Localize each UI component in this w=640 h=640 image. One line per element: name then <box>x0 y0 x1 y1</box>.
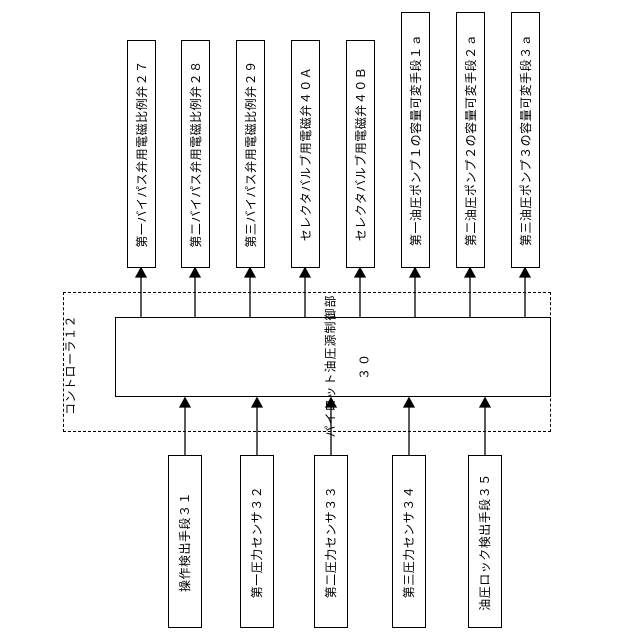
input-box-pressure-sensor-34: 第三圧力センサ３４ <box>392 455 426 628</box>
input-arrow-1 <box>180 398 190 407</box>
output-arrow-2 <box>190 268 200 277</box>
input-box-pressure-sensor-33: 第二圧力センサ３３ <box>314 455 348 628</box>
output-arrow-5 <box>355 268 365 277</box>
output-label: 第二油圧ポンプ２の容量可変手段２ａ <box>465 34 477 246</box>
output-box-bypass-valve-27: 第一バイパス弁用電磁比例弁２７ <box>127 40 156 268</box>
output-box-bypass-valve-28: 第二バイパス弁用電磁比例弁２８ <box>181 40 210 268</box>
input-arrow-4 <box>404 398 414 407</box>
output-label: 第一バイパス弁用電磁比例弁２７ <box>136 60 148 247</box>
input-box-pressure-sensor-32: 第一圧力センサ３２ <box>240 455 274 628</box>
input-label: 第二圧力センサ３３ <box>325 485 337 598</box>
output-arrow-6 <box>410 268 420 277</box>
output-box-pump-3-displacement: 第三油圧ポンプ３の容量可変手段３ａ <box>511 12 540 268</box>
input-arrow-2 <box>252 398 262 407</box>
output-box-pump-1-displacement: 第一油圧ポンプ１の容量可変手段１ａ <box>401 12 430 268</box>
input-label: 第三圧力センサ３４ <box>403 485 415 598</box>
output-label: 第一油圧ポンプ１の容量可変手段１ａ <box>410 34 422 246</box>
output-label: セレクタバルブ用電磁弁４０Ｂ <box>355 67 367 242</box>
input-label: 第一圧力センサ３２ <box>251 485 263 598</box>
output-box-bypass-valve-29: 第三バイパス弁用電磁比例弁２９ <box>236 40 265 268</box>
input-box-operation-detector-31: 操作検出手段３１ <box>168 455 202 628</box>
input-box-hydraulic-lock-detector-35: 油圧ロック検出手段３５ <box>468 455 502 628</box>
output-label: 第二バイパス弁用電磁比例弁２８ <box>190 60 202 247</box>
output-arrow-3 <box>245 268 255 277</box>
output-arrow-8 <box>520 268 530 277</box>
input-label: 操作検出手段３１ <box>179 491 191 591</box>
output-arrow-1 <box>136 268 146 277</box>
output-box-selector-valve-40a: セレクタバルブ用電磁弁４０Ａ <box>291 40 320 268</box>
output-arrow-4 <box>300 268 310 277</box>
input-arrow-5 <box>480 398 490 407</box>
input-label: 油圧ロック検出手段３５ <box>479 473 491 611</box>
output-box-selector-valve-40b: セレクタバルブ用電磁弁４０Ｂ <box>346 40 375 268</box>
output-arrow-7 <box>465 268 475 277</box>
input-arrow-3 <box>326 398 336 407</box>
output-label: セレクタバルブ用電磁弁４０Ａ <box>300 67 312 242</box>
output-box-pump-2-displacement: 第二油圧ポンプ２の容量可変手段２ａ <box>456 12 485 268</box>
output-label: 第三バイパス弁用電磁比例弁２９ <box>245 60 257 247</box>
output-label: 第三油圧ポンプ３の容量可変手段３ａ <box>520 34 532 246</box>
